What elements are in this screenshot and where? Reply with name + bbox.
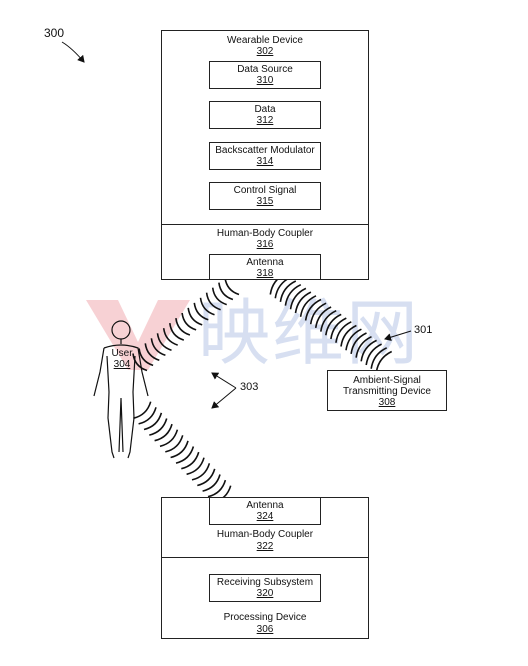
data-source-block: Data Source 310 bbox=[209, 61, 321, 89]
wave-user-to-processing-arc-1 bbox=[138, 407, 157, 425]
wave-ambient-to-wearable-arc-11 bbox=[320, 309, 337, 332]
wave-user-to-processing-arc-14 bbox=[207, 479, 227, 498]
wave-ambient-to-wearable-arc-7 bbox=[340, 324, 357, 347]
backscatter-modulator-block: Backscatter Modulator 314 bbox=[209, 142, 321, 170]
data-block: Data 312 bbox=[209, 101, 321, 129]
backscatter-modulator-ref: 314 bbox=[256, 156, 274, 167]
wave-user-to-processing-arc-0 bbox=[133, 401, 152, 420]
figure-number: 300 bbox=[44, 26, 65, 40]
antenna-318-block: Antenna 318 bbox=[209, 254, 321, 280]
wave-ambient-to-wearable-arc-1 bbox=[370, 347, 388, 369]
wave-user-to-wearable-arc-5 bbox=[162, 328, 178, 346]
wave-user-to-wearable-arc-7 bbox=[175, 317, 191, 336]
ref-301-label: 301 bbox=[414, 324, 433, 336]
wave-user-to-wearable-arc-0 bbox=[132, 353, 148, 372]
human-body-coupler-322-label: Human-Body Coupler bbox=[216, 529, 314, 540]
wave-ambient-to-wearable-arc-8 bbox=[335, 321, 352, 343]
data-source-ref: 310 bbox=[256, 75, 274, 86]
human-body-coupler-316-ref: 316 bbox=[256, 239, 274, 250]
wave-user-to-wearable-arc-3 bbox=[150, 338, 166, 357]
wave-user-to-processing-arc-2 bbox=[143, 412, 163, 431]
wave-user-to-processing-arc-6 bbox=[165, 435, 184, 453]
wave-user-to-processing-arc-11 bbox=[191, 463, 211, 481]
wave-ambient-to-wearable-arc-13 bbox=[309, 302, 327, 325]
wave-user-to-wearable-arc-15 bbox=[224, 277, 240, 296]
wave-user-to-wearable-arc-2 bbox=[144, 343, 160, 362]
wave-user-to-wearable-arc-10 bbox=[193, 302, 209, 321]
wave-user-to-wearable-arc-6 bbox=[169, 322, 185, 341]
data-label: Data bbox=[254, 104, 276, 115]
user-ref: 304 bbox=[113, 359, 131, 370]
data-source-label: Data Source bbox=[237, 64, 293, 75]
wave-user-to-wearable-arc-11 bbox=[199, 297, 215, 316]
wave-ambient-to-wearable-arc-4 bbox=[355, 335, 372, 358]
wave-ambient-to-wearable-arc-6 bbox=[345, 328, 362, 351]
wave-user-to-wearable-arc-14 bbox=[218, 282, 234, 301]
wave-ambient-to-wearable-arc-17 bbox=[289, 287, 307, 310]
watermark-logo bbox=[86, 300, 190, 370]
wave-user-to-processing-arc-8 bbox=[175, 446, 195, 464]
ref-303-arrow-up bbox=[211, 372, 237, 389]
antenna-324-ref: 324 bbox=[256, 511, 274, 522]
backscatter-modulator-label: Backscatter Modulator bbox=[215, 145, 315, 156]
wave-user-to-processing-arc-5 bbox=[159, 429, 179, 448]
ref-300-leader bbox=[61, 41, 85, 63]
wave-ambient-to-wearable-arc-2 bbox=[365, 343, 382, 366]
ambient-device-line1: Ambient-Signal bbox=[353, 375, 421, 386]
wave-ambient-to-wearable-arc-10 bbox=[325, 313, 342, 336]
processing-divider bbox=[162, 557, 368, 558]
processing-device-ref: 306 bbox=[256, 624, 274, 635]
wave-user-to-processing-arc-13 bbox=[202, 474, 221, 492]
ref-303-label: 303 bbox=[240, 381, 259, 393]
wearable-device-title: Wearable Device bbox=[227, 35, 303, 46]
wave-ambient-to-wearable-arc-9 bbox=[330, 317, 347, 340]
processing-device-title: Processing Device bbox=[223, 612, 307, 623]
wave-user-to-processing-arc-12 bbox=[197, 468, 216, 487]
wearable-device-ref: 302 bbox=[256, 46, 274, 57]
wave-ambient-to-wearable-arc-16 bbox=[294, 291, 312, 314]
user-label: User 304 bbox=[110, 348, 134, 370]
wave-user-to-processing-arc-4 bbox=[154, 423, 173, 442]
receiving-subsystem-block: Receiving Subsystem 320 bbox=[209, 574, 321, 602]
wave-user-to-processing-arc-10 bbox=[186, 457, 205, 476]
antenna-318-ref: 318 bbox=[256, 268, 274, 279]
wave-user-to-wearable-arc-13 bbox=[211, 287, 227, 306]
wave-ambient-to-wearable-arc-3 bbox=[360, 339, 377, 362]
wave-ambient-to-wearable-arc-19 bbox=[279, 280, 297, 303]
wave-ambient-to-wearable-arc-12 bbox=[314, 306, 332, 329]
wave-ambient-to-wearable-arc-15 bbox=[299, 295, 317, 317]
wave-ambient-to-wearable-arc-5 bbox=[350, 332, 367, 355]
wave-user-to-wearable-arc-4 bbox=[156, 333, 172, 351]
ref-301-leader bbox=[384, 330, 412, 342]
ref-303-arrow-down bbox=[211, 387, 237, 409]
wave-user-to-wearable-arc-9 bbox=[187, 307, 203, 326]
control-signal-ref: 315 bbox=[256, 196, 274, 207]
wearable-divider bbox=[162, 224, 368, 225]
ambient-device-ref: 308 bbox=[378, 397, 396, 408]
wave-user-to-processing-arc-9 bbox=[181, 451, 200, 470]
wave-user-to-wearable-arc-1 bbox=[138, 348, 154, 367]
user-name: User bbox=[111, 348, 133, 359]
human-body-coupler-316-label: Human-Body Coupler bbox=[216, 228, 314, 239]
wave-user-to-wearable-arc-12 bbox=[205, 292, 221, 311]
antenna-324-label: Antenna bbox=[246, 500, 284, 511]
control-signal-block: Control Signal 315 bbox=[209, 182, 321, 210]
data-ref: 312 bbox=[256, 115, 274, 126]
human-body-coupler-322-ref: 322 bbox=[256, 541, 274, 552]
antenna-318-label: Antenna bbox=[246, 257, 284, 268]
ambient-device-line2: Transmitting Device bbox=[343, 386, 431, 397]
wave-ambient-to-wearable-arc-14 bbox=[304, 298, 322, 321]
receiving-subsystem-label: Receiving Subsystem bbox=[216, 577, 314, 588]
antenna-324-block: Antenna 324 bbox=[209, 497, 321, 525]
ambient-signal-transmitting-device: Ambient-Signal Transmitting Device 308 bbox=[327, 370, 447, 411]
wave-user-to-wearable-arc-8 bbox=[181, 312, 197, 331]
control-signal-label: Control Signal bbox=[233, 185, 297, 196]
wave-user-to-processing-arc-7 bbox=[170, 440, 189, 459]
wave-ambient-to-wearable-arc-18 bbox=[284, 283, 302, 306]
wave-user-to-processing-arc-3 bbox=[149, 418, 168, 436]
receiving-subsystem-ref: 320 bbox=[256, 588, 274, 599]
